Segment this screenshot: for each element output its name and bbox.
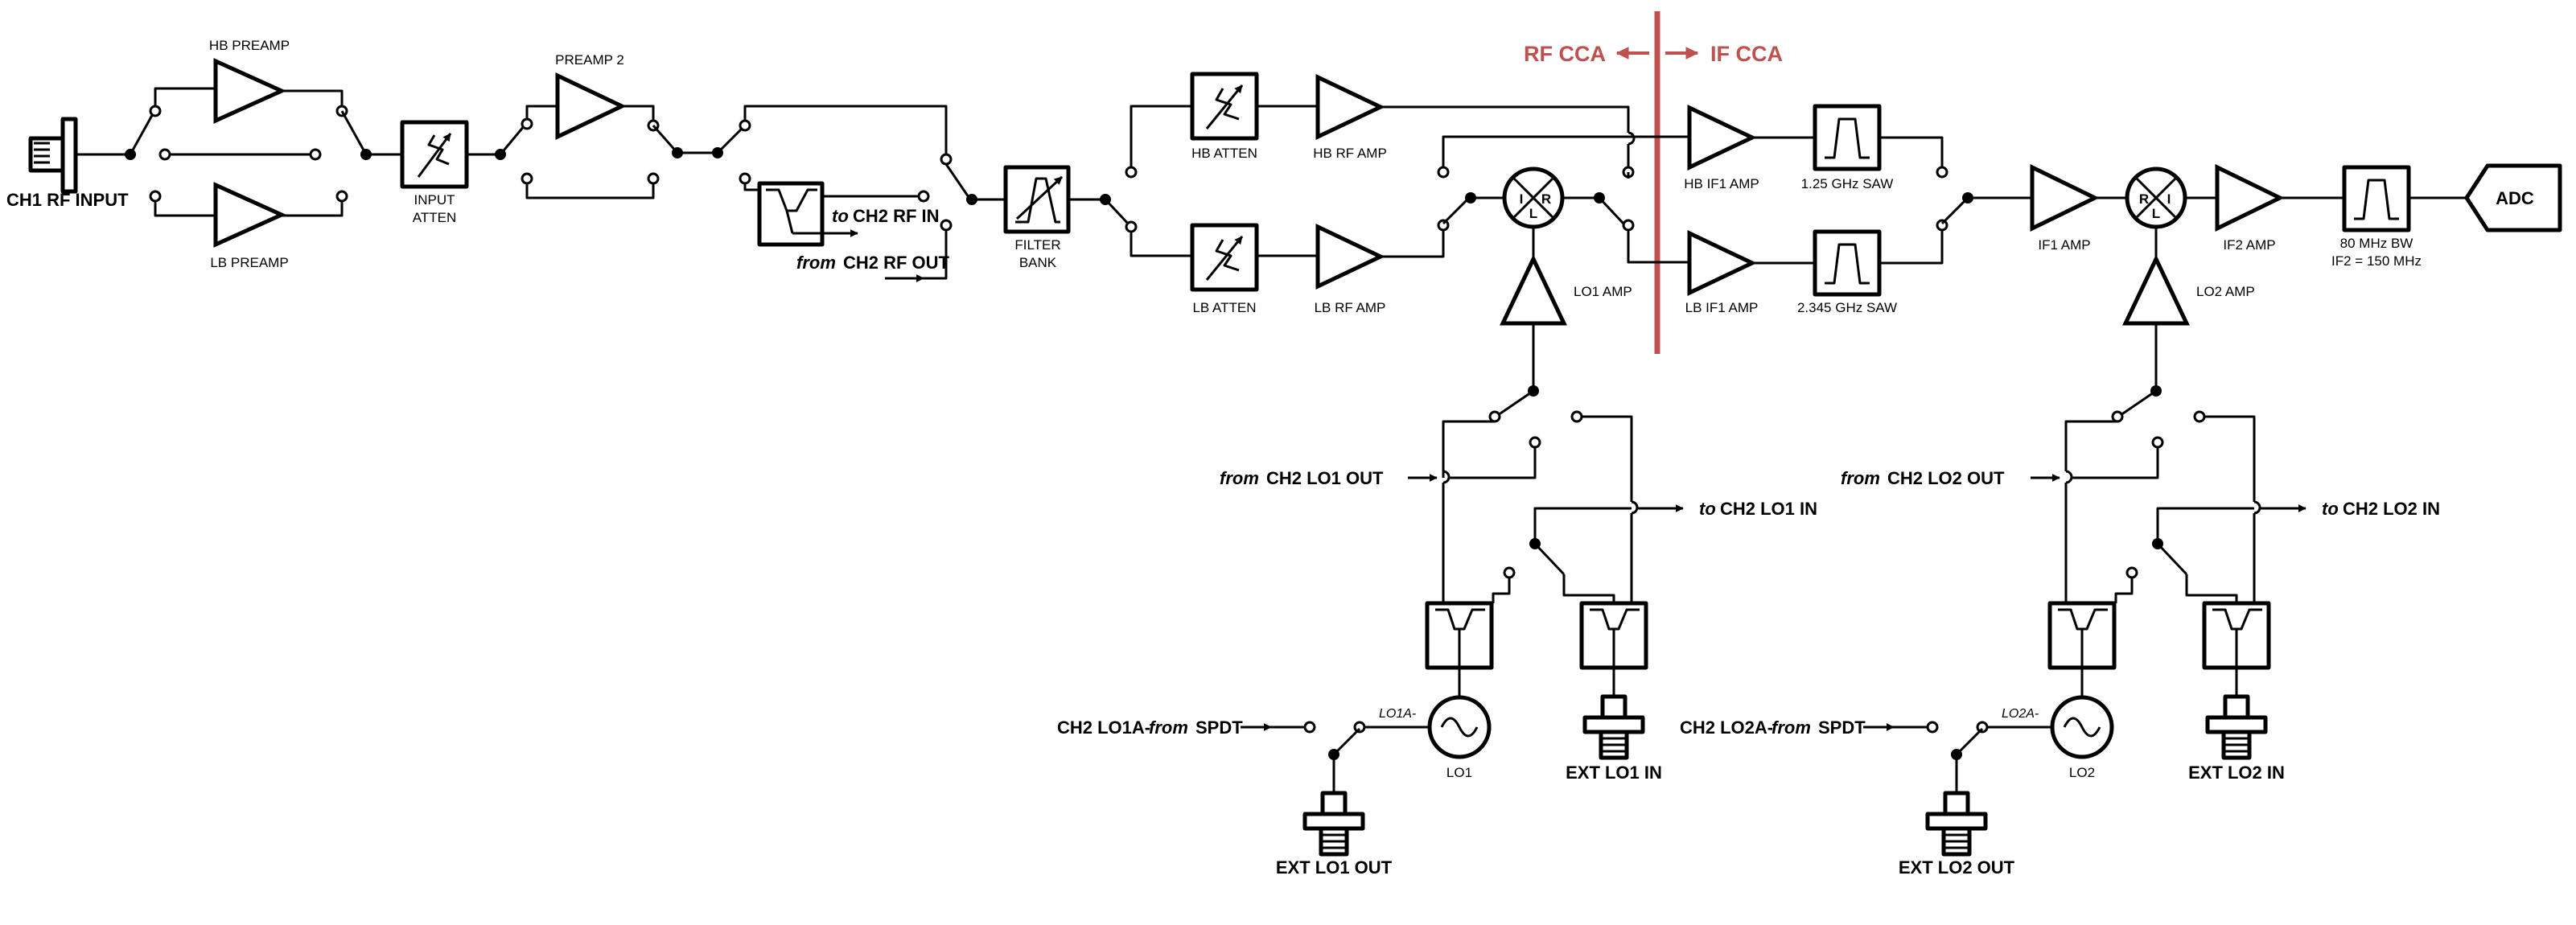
hb-if1-amp-icon [1687, 105, 1757, 171]
if1-amp-label: IF1 AMP [2038, 237, 2090, 253]
hb-rf-amp-label: HB RF AMP [1313, 146, 1387, 161]
ch2-lo2a-label: CH2 LO2A- [1680, 717, 1773, 738]
cca-boundary: RF CCA IF CCA [1524, 11, 1783, 354]
ext-lo1-out-label: EXT LO1 OUT [1276, 857, 1393, 878]
hb-rf-amp-icon [1315, 74, 1385, 140]
saw-hb-label: 1.25 GHz SAW [1801, 176, 1894, 191]
ext-lo1-out-connector-icon [1302, 791, 1365, 857]
from-ch2-lo1-out-from: from [1220, 468, 1259, 488]
saw-lb-icon [1813, 229, 1882, 297]
lo2-distribution: from CH2 LO2 OUT to CH2 LO2 IN LO2 LO2A- [1680, 415, 2440, 878]
ext-lo2-out-connector-icon [1925, 791, 1988, 857]
mixer2-l-port: L [2152, 206, 2160, 221]
to-ch2-lo1-in-to: to [1699, 499, 1716, 519]
lo1-label: LO1 [1446, 765, 1472, 780]
rf-cca-label: RF CCA [1524, 42, 1606, 66]
ch2-lo1a-label: CH2 LO1A- [1057, 717, 1150, 738]
ch2-lo1a-spdt: SPDT [1195, 717, 1243, 738]
lb-preamp-label: LB PREAMP [210, 255, 288, 270]
rf-input-connector-icon [28, 117, 90, 194]
filter-bank-label-2: BANK [1019, 255, 1057, 270]
ch2-lo1a-from: from [1149, 717, 1188, 738]
preamp2-label: PREAMP 2 [555, 52, 624, 68]
lo1-amp-icon [1500, 254, 1567, 326]
mixer1-l-port: L [1529, 206, 1537, 221]
input-atten-label-2: ATTEN [413, 210, 456, 225]
hb-preamp-label: HB PREAMP [209, 38, 290, 53]
if-cca-label: IF CCA [1710, 42, 1783, 66]
mixer2-r-port: R [2139, 191, 2149, 207]
adc-label: ADC [2496, 188, 2534, 208]
ch2-rf-coupler-icon [757, 181, 825, 247]
lo2-label: LO2 [2069, 765, 2095, 780]
lb-rf-amp-label: LB RF AMP [1315, 300, 1386, 315]
to-ch2-lo2-in-to: to [2322, 499, 2339, 519]
adc-icon [2464, 163, 2562, 232]
ch2-lo1-in-label: CH2 LO1 IN [1720, 499, 1817, 519]
if2-amp-label: IF2 AMP [2223, 237, 2275, 253]
saw-hb-icon [1813, 104, 1882, 171]
lb-rf-amp-icon [1315, 224, 1385, 290]
ch2-lo2a-from: from [1772, 717, 1811, 738]
ch1-rf-input-label: CH1 RF INPUT [6, 190, 129, 210]
bw-80-label: 80 MHz BW [2340, 236, 2413, 251]
from-ch2-rf-out-from: from [796, 253, 836, 273]
lb-atten-label: LB ATTEN [1192, 300, 1256, 315]
ch2-lo1-out-label: CH2 LO1 OUT [1266, 468, 1384, 488]
ch2-lo2-out-label: CH2 LO2 OUT [1887, 468, 2005, 488]
lo2-amp-icon [2122, 254, 2190, 326]
lb-atten-icon [1190, 223, 1259, 292]
mixer2-i-port: I [2167, 191, 2171, 207]
ext-lo2-in-label: EXT LO2 IN [2188, 763, 2285, 783]
lb-if1-amp-icon [1687, 230, 1757, 296]
input-atten-label-1: INPUT [414, 192, 455, 208]
ch2-rf-in-label: CH2 RF IN [853, 206, 940, 226]
ch2-rf-out-label: CH2 RF OUT [843, 253, 950, 273]
lo1a-tag: LO1A- [1379, 707, 1416, 721]
ext-lo2-in-connector-icon [2205, 694, 2268, 760]
lo1-amp-label: LO1 AMP [1574, 284, 1632, 299]
preamp2-icon [555, 72, 627, 140]
mixer1-i-port: I [1520, 191, 1524, 207]
ch2-lo2a-spdt: SPDT [1818, 717, 1866, 738]
if2-filter-icon [2342, 165, 2411, 232]
ext-lo1-in-connector-icon [1582, 694, 1645, 760]
lb-if1-amp-label: LB IF1 AMP [1685, 300, 1759, 315]
hb-if1-amp-label: HB IF1 AMP [1684, 176, 1759, 191]
from-ch2-lo2-out-from: from [1841, 468, 1880, 488]
hb-preamp-icon [213, 58, 287, 124]
lb-preamp-icon [213, 182, 287, 248]
filter-bank-label-1: FILTER [1014, 237, 1060, 253]
to-ch2-rf-in-to: to [832, 206, 849, 226]
if2-amp-icon [2215, 164, 2285, 232]
lo1-distribution: from CH2 LO1 OUT to CH2 LO1 IN LO1 LO1A- [1057, 415, 1817, 878]
mixer1-r-port: R [1541, 191, 1551, 207]
saw-lb-label: 2.345 GHz SAW [1797, 300, 1897, 315]
ext-lo2-out-label: EXT LO2 OUT [1899, 857, 2015, 878]
if1-amp-icon [2030, 164, 2100, 232]
lo2a-tag: LO2A- [2002, 707, 2039, 721]
ext-lo1-in-label: EXT LO1 IN [1566, 763, 1662, 783]
ch2-lo2-in-label: CH2 LO2 IN [2343, 499, 2440, 519]
if2-freq-label: IF2 = 150 MHz [2331, 253, 2422, 269]
hb-atten-label: HB ATTEN [1191, 146, 1257, 161]
lo2-amp-label: LO2 AMP [2196, 284, 2255, 299]
